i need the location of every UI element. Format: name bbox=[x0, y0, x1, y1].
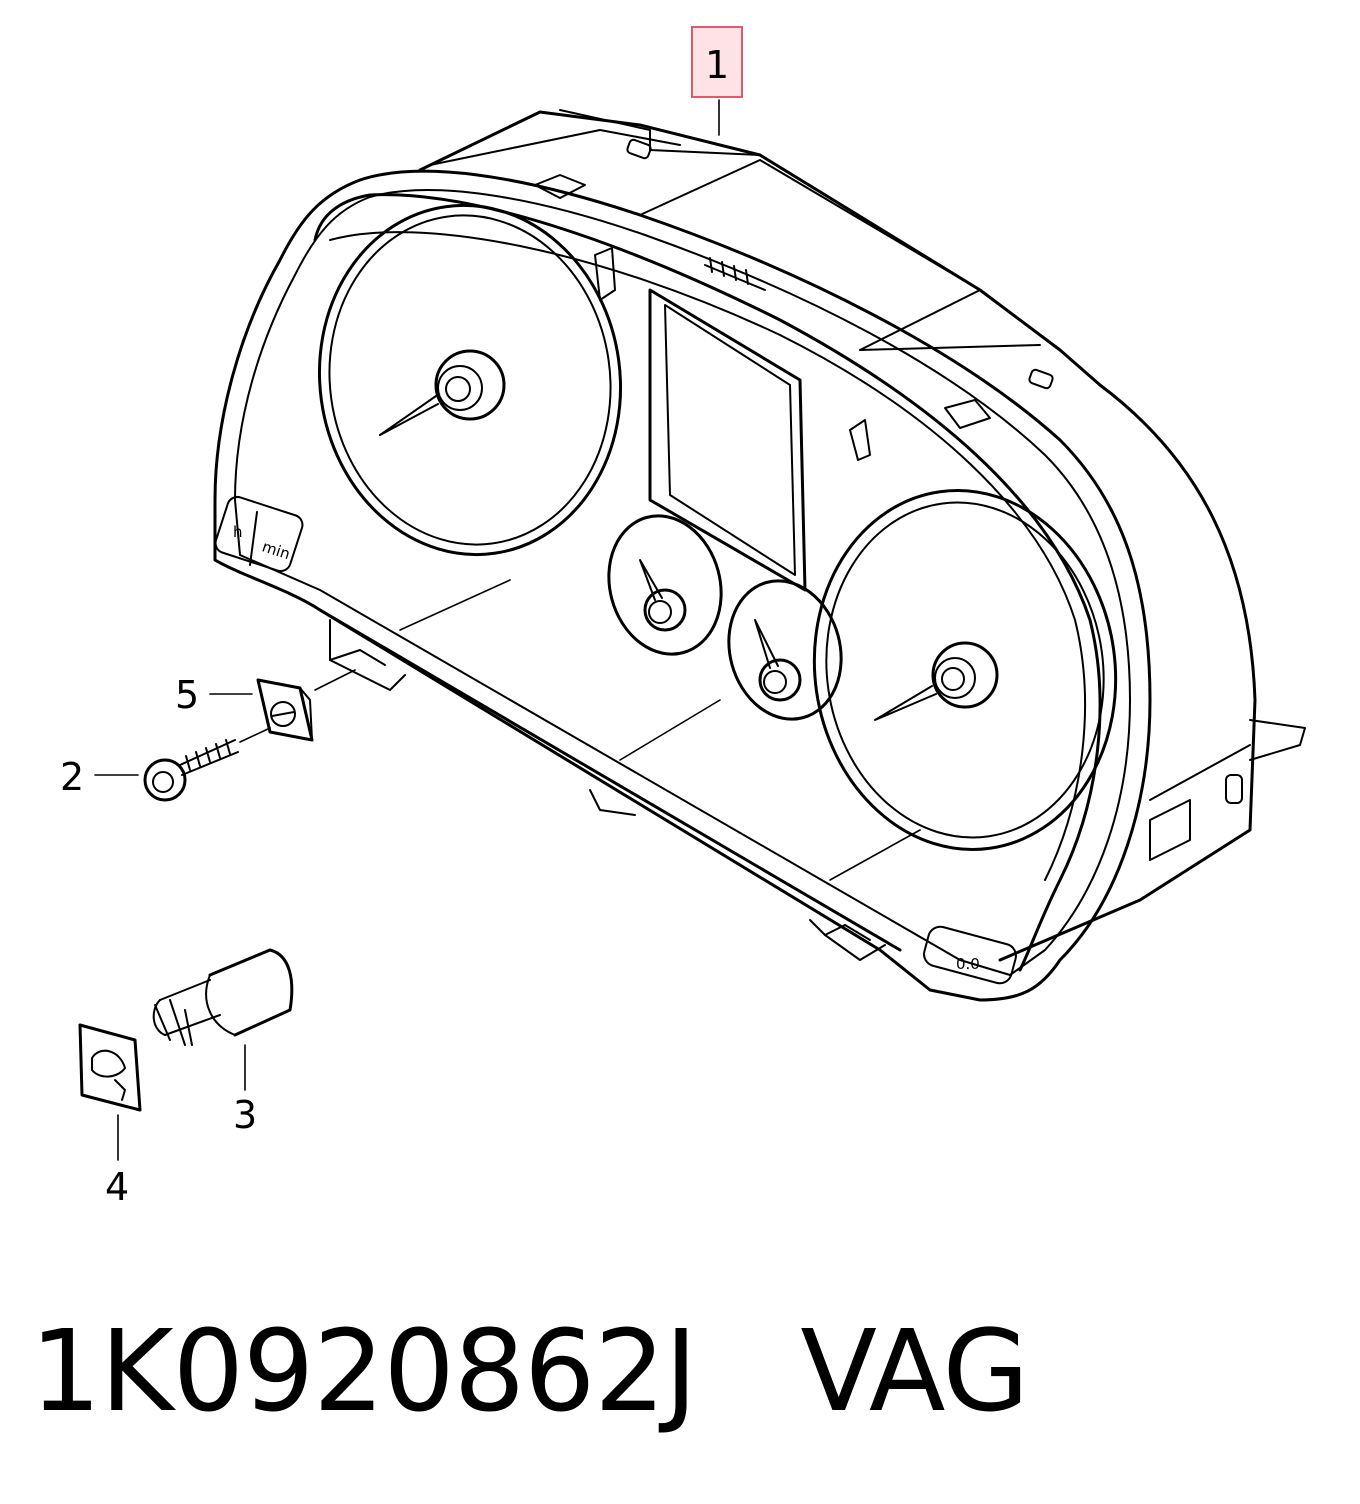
callout-1: 1 bbox=[691, 26, 743, 136]
svg-text:1: 1 bbox=[705, 43, 729, 87]
callout-5: 5 bbox=[175, 673, 253, 717]
instrument-cluster: h min 0.0 bbox=[213, 109, 1306, 1002]
part-caption: 1K0920862J VAG bbox=[30, 1316, 1029, 1428]
hours-label: h bbox=[233, 523, 243, 541]
clip-nut-part5 bbox=[256, 669, 356, 742]
svg-text:3: 3 bbox=[233, 1093, 257, 1137]
callout-2: 2 bbox=[60, 755, 139, 799]
bulb-holder-part3 bbox=[152, 948, 294, 1046]
clip-part4 bbox=[78, 1023, 142, 1112]
minutes-label: min bbox=[260, 537, 292, 563]
brand-name: VAG bbox=[800, 1307, 1029, 1437]
callout-3: 3 bbox=[233, 1044, 257, 1137]
svg-text:5: 5 bbox=[175, 673, 199, 717]
svg-text:4: 4 bbox=[105, 1165, 129, 1209]
callout-4: 4 bbox=[105, 1114, 129, 1209]
part-number: 1K0920862J bbox=[30, 1307, 698, 1437]
odometer-label: 0.0 bbox=[956, 955, 980, 973]
screw-part2 bbox=[143, 727, 271, 802]
svg-text:2: 2 bbox=[60, 755, 84, 799]
